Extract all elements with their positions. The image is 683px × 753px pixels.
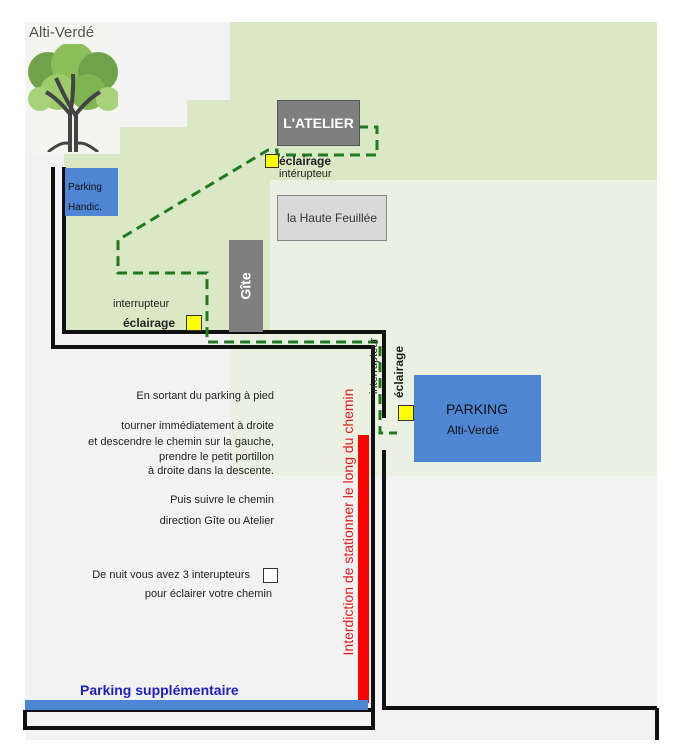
no-parking-label: Interdiction de stationner le long du ch…: [340, 388, 356, 656]
instruction-line-6: Puis suivre le chemin: [170, 494, 274, 506]
building-atelier-label: L'ATELIER: [283, 115, 354, 131]
parking-main-line1: PARKING: [446, 401, 508, 417]
switch-1-switch-label: intérupteur: [279, 168, 332, 180]
instruction-line-2: tourner immédiatement à droite: [121, 420, 274, 432]
parking-extra-strip: [25, 700, 368, 710]
grass-area-middle: [64, 127, 230, 332]
switch-2[interactable]: [186, 315, 202, 331]
instruction-line-5: à droite dans la descente.: [148, 465, 274, 477]
logo-text: Alti-Verdé: [29, 24, 95, 41]
switch-3[interactable]: [398, 405, 414, 421]
instruction-line-8: De nuit vous avez 3 interupteurs: [92, 569, 250, 581]
instruction-line-4: prendre le petit portillon: [159, 451, 274, 463]
instruction-line-7: direction Gîte ou Atelier: [159, 515, 274, 527]
parking-extra-label: Parking supplémentaire: [80, 682, 239, 698]
parking-handicap-line1: Parking: [68, 182, 102, 193]
logo: Alti-Verdé: [25, 22, 120, 154]
building-atelier[interactable]: L'ATELIER: [277, 100, 360, 146]
parking-main[interactable]: PARKING Alti-Verdé: [414, 375, 541, 462]
switch-3-light-label: éclairage: [392, 345, 407, 399]
instruction-line-3: et descendre le chemin sur la gauche,: [88, 436, 274, 448]
instruction-line-9: pour éclairer votre chemin: [144, 588, 272, 600]
tree-logo-icon: [28, 44, 118, 152]
building-gite[interactable]: Gîte: [229, 240, 263, 332]
parking-handicap[interactable]: Parking Handic.: [65, 168, 118, 216]
building-gite-label: Gîte: [237, 272, 254, 300]
switch-legend-box: [263, 568, 278, 583]
switch-3-switch-label: interrupteur: [368, 337, 381, 395]
parking-main-line2: Alti-Verdé: [447, 423, 500, 437]
switch-2-light-label: éclairage: [123, 316, 176, 330]
instruction-line-1: En sortant du parking à pied: [136, 390, 274, 402]
building-haute-feuillee-label: la Haute Feuillée: [286, 211, 378, 225]
no-parking-strip: [358, 435, 369, 703]
switch-1[interactable]: [265, 154, 279, 168]
parking-handicap-line2: Handic.: [68, 202, 102, 213]
switch-1-light-label: éclairage: [279, 154, 332, 168]
building-haute-feuillee[interactable]: la Haute Feuillée: [277, 195, 387, 241]
switch-2-switch-label: interrupteur: [113, 298, 170, 310]
